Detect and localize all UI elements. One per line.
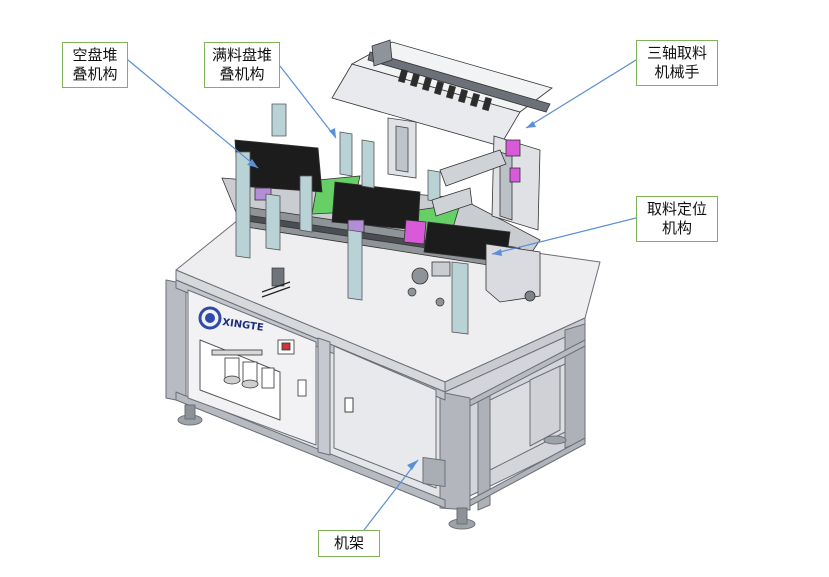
callout-empty-tray-stacking: 空盘堆 叠机构	[62, 42, 128, 88]
callout-pick-position-line-1: 取料定位	[646, 200, 707, 218]
callout-full-tray-stacking: 满料盘堆 叠机构	[204, 42, 280, 88]
callout-empty-tray-line-1: 空盘堆	[72, 46, 118, 64]
machine-frame	[165, 211, 601, 530]
callout-three-axis-line-1: 三轴取料	[646, 44, 707, 62]
callout-machine-frame: 机架	[318, 530, 380, 557]
leader-full-tray	[279, 65, 337, 139]
leader-pick-position	[491, 217, 637, 255]
leader-frame	[363, 459, 419, 531]
callout-empty-tray-line-2: 叠机构	[72, 65, 118, 83]
callout-full-tray-line-2: 叠机构	[219, 65, 265, 83]
gantry-support	[387, 117, 417, 179]
pneumatic-components	[211, 339, 307, 397]
leader-empty-tray	[127, 59, 259, 169]
callout-three-axis-line-2: 机械手	[654, 63, 700, 81]
callout-pick-positioning: 取料定位 机构	[636, 196, 718, 242]
stacking-columns	[235, 103, 469, 335]
pick-positioning-mechanism	[411, 243, 541, 303]
leader-arrowheads	[247, 121, 536, 470]
leader-lines	[127, 59, 637, 531]
callout-pick-position-line-2: 机构	[661, 219, 692, 237]
callout-full-tray-line-1: 满料盘堆	[211, 46, 272, 64]
leader-three-axis	[525, 59, 637, 129]
three-axis-manipulator	[331, 39, 553, 231]
callout-three-axis-manipulator: 三轴取料 机械手	[636, 40, 718, 86]
top-plate-fittings	[261, 267, 445, 307]
callout-frame-line-1: 机架	[333, 534, 364, 552]
